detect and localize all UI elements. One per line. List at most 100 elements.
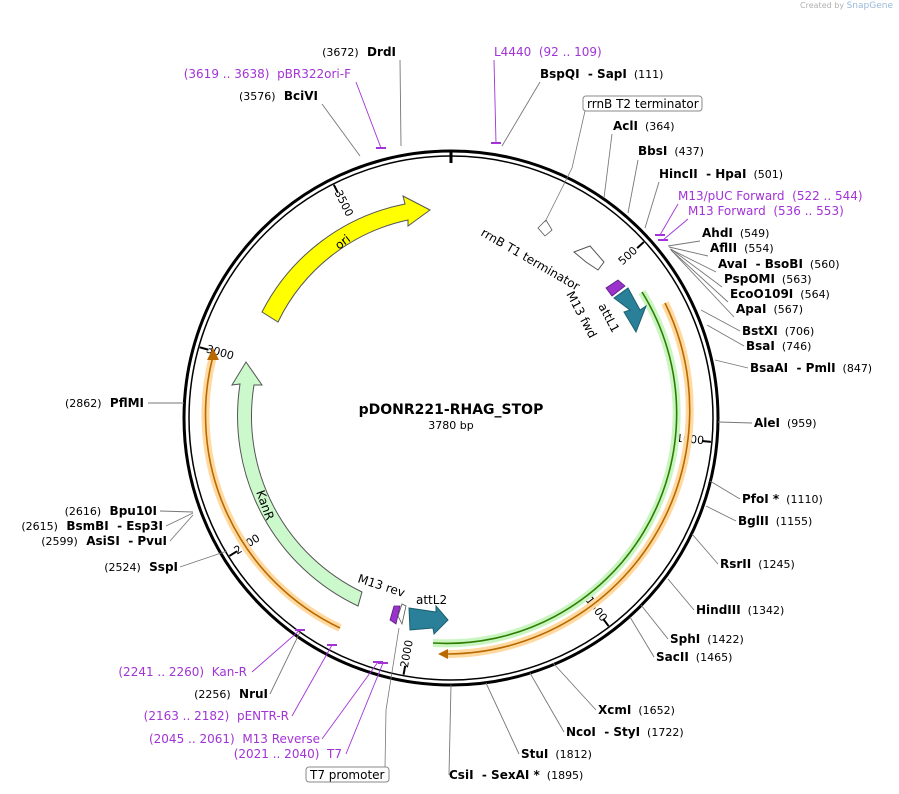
insert-green-arc bbox=[432, 289, 681, 648]
site-label-m13puc-forward[interactable]: M13/pUC Forward (522 .. 544) bbox=[678, 189, 863, 203]
site-label-avai-bsobi[interactable]: AvaI - BsoBI (560) bbox=[718, 257, 840, 271]
site-label-csii-sexai[interactable]: CsiI - SexAI * (1895) bbox=[449, 768, 583, 782]
site-labels: (3672) DrdI (3619 .. 3638) pBR322ori-F (35… bbox=[21, 45, 872, 782]
insert-orange-line bbox=[447, 302, 691, 655]
site-part: (746) bbox=[775, 340, 812, 353]
site-part: pENTR-R bbox=[229, 709, 289, 723]
site-part: SphI bbox=[670, 632, 700, 646]
feature-attl1[interactable]: attL1 bbox=[595, 287, 648, 335]
site-part: (549) bbox=[733, 227, 770, 240]
site-label-sphi[interactable]: SphI (1422) bbox=[670, 632, 744, 646]
site-label-pentr-r[interactable]: (2163 .. 2182) pENTR-R bbox=[144, 709, 289, 723]
box-rrnb-t2[interactable]: rrnB T2 terminator bbox=[582, 95, 703, 112]
site-part: (1110) bbox=[779, 493, 823, 506]
site-label-t7[interactable]: (2021 .. 2040) T7 bbox=[234, 747, 342, 761]
site-part: BbsI bbox=[638, 144, 667, 158]
site-label-pflmi[interactable]: (2862) PflMI bbox=[65, 396, 144, 410]
feature-attl2[interactable]: attL2 bbox=[408, 593, 449, 636]
box-t7-promoter[interactable]: T7 promoter bbox=[305, 766, 390, 783]
site-part: - StyI bbox=[596, 725, 640, 739]
rrnbt1-label: rrnB T1 terminator bbox=[479, 225, 583, 293]
site-part: EcoO109I bbox=[730, 287, 793, 301]
leader-pspomi bbox=[670, 248, 723, 288]
site-label-pspomi[interactable]: PspOMI (563) bbox=[724, 272, 812, 286]
site-label-xcmi[interactable]: XcmI (1652) bbox=[598, 703, 675, 717]
site-label-m13-forward[interactable]: M13 Forward (536 .. 553) bbox=[688, 204, 844, 218]
site-label-drdi[interactable]: (3672) DrdI bbox=[322, 45, 396, 59]
site-label-hindiii[interactable]: HindIII (1342) bbox=[696, 603, 784, 617]
site-part: L4440 bbox=[494, 45, 531, 59]
leader-bsmbi-esp3i bbox=[165, 512, 194, 527]
site-part: (1155) bbox=[769, 515, 813, 528]
site-part: BstXI bbox=[742, 324, 778, 338]
site-label-bbsi[interactable]: BbsI (437) bbox=[638, 144, 704, 158]
insert-orange-arc bbox=[447, 301, 694, 658]
site-part: - PmlI bbox=[788, 361, 835, 375]
leader-sphi bbox=[640, 604, 669, 640]
site-label-sacii[interactable]: SacII (1465) bbox=[656, 650, 732, 664]
tick-mark bbox=[332, 184, 339, 194]
plasmid-length: 3780 bp bbox=[428, 419, 473, 432]
site-label-rsrii[interactable]: RsrII (1245) bbox=[720, 557, 795, 571]
leader-bbsi bbox=[627, 159, 639, 214]
site-label-ncoi-styi[interactable]: NcoI - StyI (1722) bbox=[566, 725, 684, 739]
insert-green-line bbox=[432, 291, 678, 645]
feature-rrnbt1[interactable]: rrnB T1 terminator bbox=[479, 225, 605, 293]
leader-m13-forward bbox=[662, 218, 689, 241]
site-label-alei[interactable]: AleI (959) bbox=[754, 416, 817, 430]
site-label-apai[interactable]: ApaI (567) bbox=[736, 302, 803, 316]
site-part: (1245) bbox=[751, 558, 795, 571]
site-label-bglii[interactable]: BglII (1155) bbox=[738, 514, 812, 528]
leader-csii-sexai bbox=[448, 684, 452, 776]
site-part: AclI bbox=[613, 119, 638, 133]
m13rev-arrow bbox=[389, 605, 401, 625]
site-label-kan-r-primer[interactable]: (2241 .. 2260) Kan-R bbox=[118, 665, 247, 679]
site-label-bpu10i[interactable]: (2616) Bpu10I bbox=[65, 504, 157, 518]
leader-bpu10i bbox=[159, 510, 194, 513]
site-label-aflii[interactable]: AflII (554) bbox=[710, 241, 774, 255]
site-label-bspqi-sapi[interactable]: BspQI - SapI (111) bbox=[540, 67, 663, 81]
site-part: - SapI bbox=[580, 67, 627, 81]
site-label-bstxi[interactable]: BstXI (706) bbox=[742, 324, 814, 338]
site-part: (2616) bbox=[65, 505, 102, 518]
site-label-acli[interactable]: AclI (364) bbox=[613, 119, 675, 133]
site-label-sspi[interactable]: (2524) SspI bbox=[104, 560, 178, 574]
site-part: (3672) bbox=[322, 46, 359, 59]
site-part: (564) bbox=[793, 288, 830, 301]
site-label-bsmbi-esp3i[interactable]: (2615) BsmBI - Esp3I bbox=[21, 519, 163, 533]
site-part: HincII bbox=[659, 167, 698, 181]
site-label-asisi-pvui[interactable]: (2599) AsiSI - PvuI bbox=[41, 534, 167, 548]
site-part: (567) bbox=[766, 303, 803, 316]
site-label-m13-reverse[interactable]: (2045 .. 2061) M13 Reverse bbox=[149, 732, 320, 746]
site-label-pfoi[interactable]: PfoI * (1110) bbox=[742, 492, 823, 506]
leader-kan-r-primer bbox=[251, 629, 301, 673]
site-part: BspQI bbox=[540, 67, 580, 81]
site-part: AflII bbox=[710, 241, 737, 255]
site-label-bcivi[interactable]: (3576) BciVI bbox=[239, 89, 318, 103]
site-part: (2862) bbox=[65, 397, 102, 410]
snapgene-watermark: Created by SnapGene bbox=[800, 1, 893, 11]
site-part: CsiI bbox=[449, 768, 474, 782]
site-label-nrui[interactable]: (2256) NruI bbox=[194, 687, 268, 701]
leader-apai bbox=[671, 250, 735, 318]
site-label-stui[interactable]: StuI (1812) bbox=[521, 747, 592, 761]
site-label-bsai[interactable]: BsaI (746) bbox=[746, 339, 811, 353]
site-part: SspI bbox=[141, 560, 178, 574]
site-label-pbr322ori-f[interactable]: (3619 .. 3638) pBR322ori-F bbox=[184, 67, 351, 81]
site-part: - Esp3I bbox=[109, 519, 163, 533]
site-label-l4440[interactable]: L4440 (92 .. 109) bbox=[494, 45, 602, 59]
site-part: PflMI bbox=[102, 396, 144, 410]
feature-kanr[interactable]: KanR bbox=[231, 361, 363, 607]
leader-l4440 bbox=[493, 59, 497, 144]
leader-t7 bbox=[345, 662, 384, 755]
site-label-ahdi[interactable]: AhdI (549) bbox=[702, 226, 769, 240]
site-part: PfoI * bbox=[742, 492, 780, 506]
site-label-bsaai-pmli[interactable]: BsaAI - PmlI (847) bbox=[750, 361, 872, 375]
attl2-arrow bbox=[408, 604, 449, 636]
tick-label: 3500 bbox=[332, 188, 356, 219]
site-part: - PvuI bbox=[120, 534, 167, 548]
site-label-eco0109i[interactable]: EcoO109I (564) bbox=[730, 287, 830, 301]
site-part: (364) bbox=[638, 120, 675, 133]
site-label-hincii-hpai[interactable]: HincII - HpaI (501) bbox=[659, 167, 783, 181]
leader-bspqi-sapi bbox=[501, 81, 541, 147]
